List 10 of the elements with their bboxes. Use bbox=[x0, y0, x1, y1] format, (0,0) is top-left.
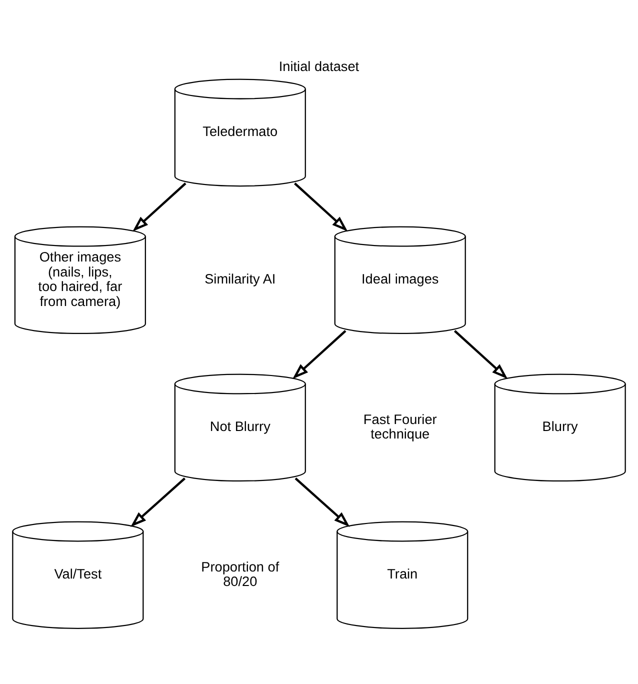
diagram-title: Initial dataset bbox=[278, 58, 360, 74]
arrow bbox=[292, 330, 346, 379]
arrow bbox=[294, 478, 350, 527]
label: Fast Fourier technique bbox=[363, 412, 437, 442]
label: Similarity AI bbox=[204, 272, 276, 287]
arrow bbox=[294, 182, 348, 232]
arrow bbox=[132, 182, 186, 232]
label: Proportion of 80/20 bbox=[201, 559, 280, 590]
arrow bbox=[454, 330, 508, 379]
arrow bbox=[130, 478, 186, 527]
